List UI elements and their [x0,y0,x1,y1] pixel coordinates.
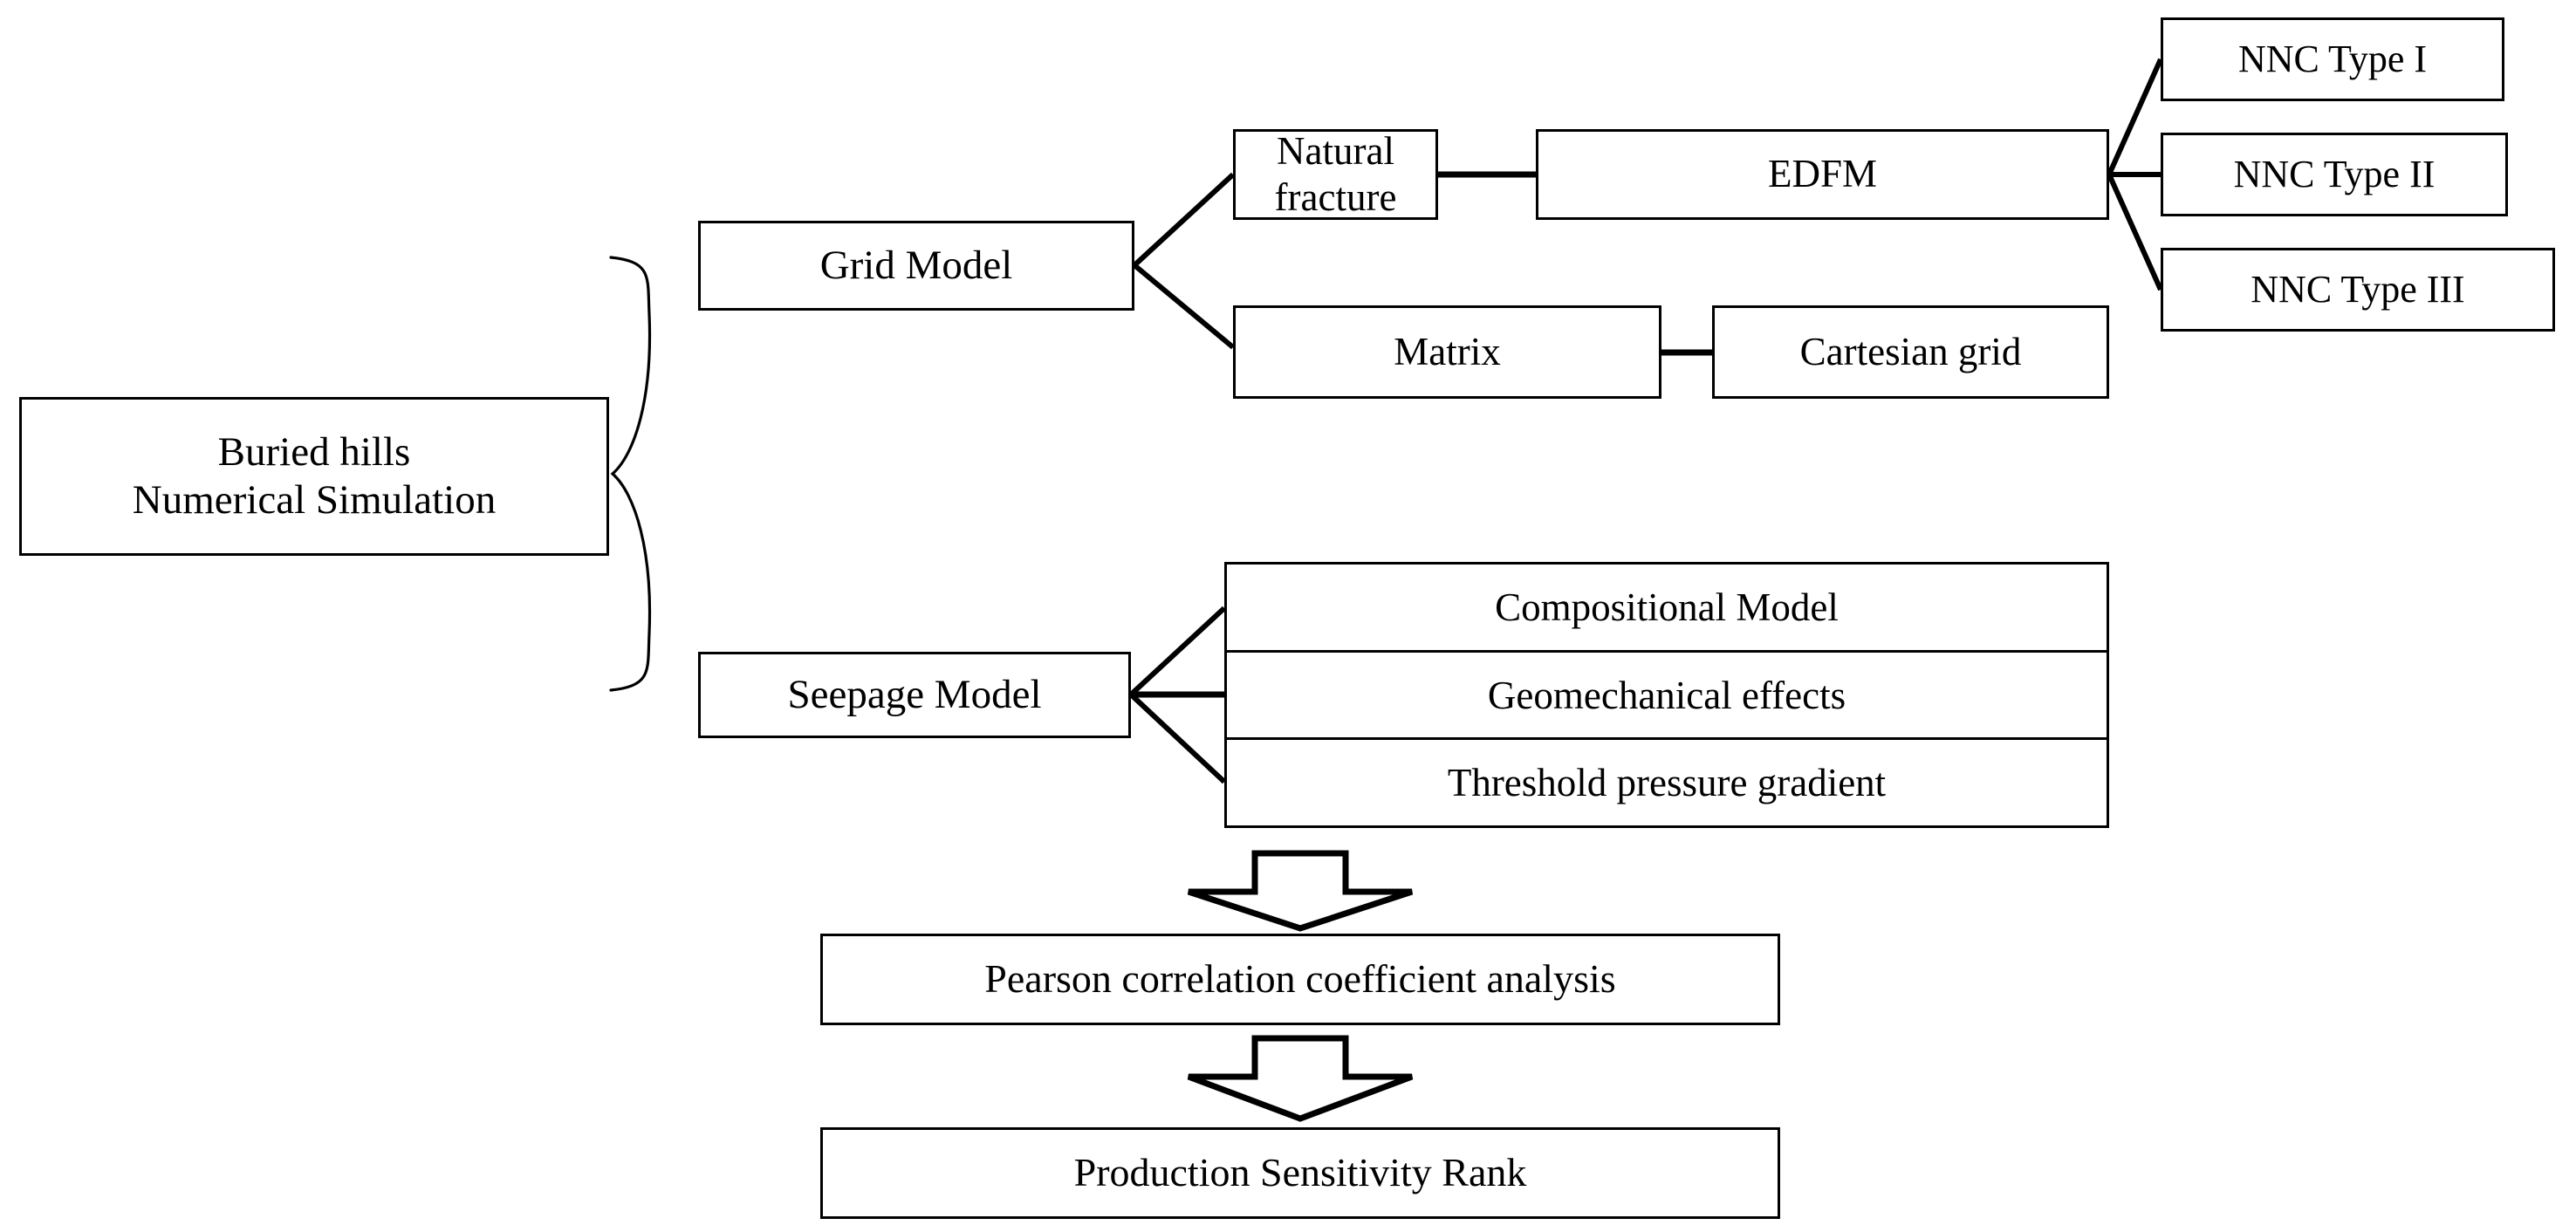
block-arrow-down-1 [1187,850,1414,932]
node-label: NNC Type II [2233,153,2436,196]
node-seepage-model[interactable]: Seepage Model [698,652,1131,738]
node-label: Buried hills Numerical Simulation [132,428,497,523]
node-matrix[interactable]: Matrix [1233,305,1661,399]
node-label: Pearson correlation coefficient analysis [984,956,1616,1002]
seepage-components-stack: Compositional Model Geomechanical effect… [1224,562,2109,828]
node-label: Grid Model [819,242,1013,288]
node-label: Compositional Model [1495,585,1839,629]
connector-seepage-to-threshold-pressure-gradient [1128,692,1227,784]
stack-row-threshold-pressure-gradient[interactable]: Threshold pressure gradient [1227,737,2107,825]
connector-seepage-to-compositional-model [1128,606,1227,697]
node-label: EDFM [1767,152,1878,196]
node-grid-model[interactable]: Grid Model [698,221,1134,311]
connector-edfm-to-nnc-type-3 [2107,173,2163,291]
node-pearson-correlation-coefficient-analysis[interactable]: Pearson correlation coefficient analysis [820,934,1780,1025]
node-label: Threshold pressure gradient [1447,761,1887,805]
node-label: Natural fracture [1274,128,1397,219]
block-arrow-down-2 [1187,1035,1414,1122]
node-label: NNC Type III [2251,268,2465,311]
node-production-sensitivity-rank[interactable]: Production Sensitivity Rank [820,1127,1780,1219]
node-label: Matrix [1394,329,1501,373]
connector-grid-to-matrix [1133,263,1235,350]
node-label: Geomechanical effects [1487,673,1846,717]
connector-grid-to-natural-fracture [1132,172,1236,268]
node-nnc-type-2[interactable]: NNC Type II [2161,133,2508,216]
node-buried-hills-numerical-simulation[interactable]: Buried hills Numerical Simulation [19,397,609,556]
stack-row-geomechanical-effects[interactable]: Geomechanical effects [1227,649,2107,738]
node-nnc-type-1[interactable]: NNC Type I [2161,17,2504,101]
node-cartesian-grid[interactable]: Cartesian grid [1712,305,2109,399]
node-label: Seepage Model [787,671,1042,717]
stack-row-compositional-model[interactable]: Compositional Model [1227,565,2107,650]
node-edfm[interactable]: EDFM [1536,129,2109,220]
node-label: Cartesian grid [1799,329,2022,373]
node-label: Production Sensitivity Rank [1073,1150,1527,1195]
connector-edfm-to-nnc-type-1 [2107,58,2163,176]
node-label: NNC Type I [2237,38,2428,81]
node-nnc-type-3[interactable]: NNC Type III [2161,248,2555,332]
brace-main-split [609,256,652,692]
node-natural-fracture[interactable]: Natural fracture [1233,129,1438,220]
